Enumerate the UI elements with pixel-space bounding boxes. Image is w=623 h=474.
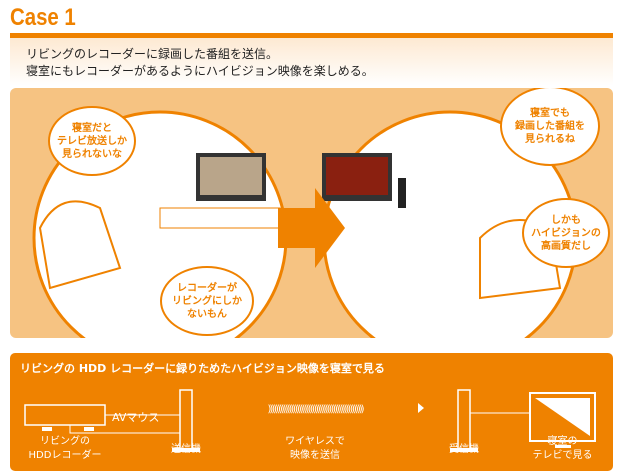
room-illustration bbox=[32, 110, 578, 338]
recorder-label: リビングの HDDレコーダー bbox=[28, 436, 102, 461]
intro-text: リビングのレコーダーに録画した番組を送信。 寝室にもレコーダーがあるようにハイビ… bbox=[26, 46, 374, 80]
intro-line: リビングのレコーダーに録画した番組を送信。 bbox=[26, 47, 279, 61]
tv-label: 寝室の テレビで見る bbox=[532, 436, 593, 461]
receiver-label: 受信機 bbox=[449, 444, 479, 455]
transmitter-label: 送信機 bbox=[171, 444, 201, 455]
speech-bubble: 寝室だと テレビ放送しか 見られないな bbox=[48, 106, 136, 176]
wireless-label: ワイヤレスで 映像を送信 bbox=[285, 436, 345, 461]
speech-bubble: レコーダーが リビングにしか ないもん bbox=[160, 266, 254, 336]
intro-background bbox=[10, 38, 613, 86]
title-rule bbox=[10, 33, 613, 38]
panel-title: リビングの HDD レコーダーに録りためたハイビジョン映像を寝室で見る bbox=[20, 362, 385, 375]
cable-label: AVマウス bbox=[112, 411, 160, 424]
speech-bubble: 寝室でも 録画した番組を 見られるね bbox=[500, 88, 600, 166]
diagram-panel: リビングの HDD レコーダーに録りためたハイビジョン映像を寝室で見る AVマウ… bbox=[10, 353, 613, 471]
speech-bubble: しかも ハイビジョンの 高画質だし bbox=[522, 198, 610, 268]
intro-line: 寝室にもレコーダーがあるようにハイビジョン映像を楽しめる。 bbox=[26, 64, 374, 78]
page-title: Case 1 bbox=[10, 4, 76, 31]
connection-diagram bbox=[24, 389, 596, 452]
wireless-wave: ))))))))))))))))))))))))))))))))))))))))… bbox=[267, 404, 364, 415]
illustration-scene: 寝室だと テレビ放送しか 見られないな レコーダーが リビングにしか ないもん … bbox=[10, 88, 613, 338]
